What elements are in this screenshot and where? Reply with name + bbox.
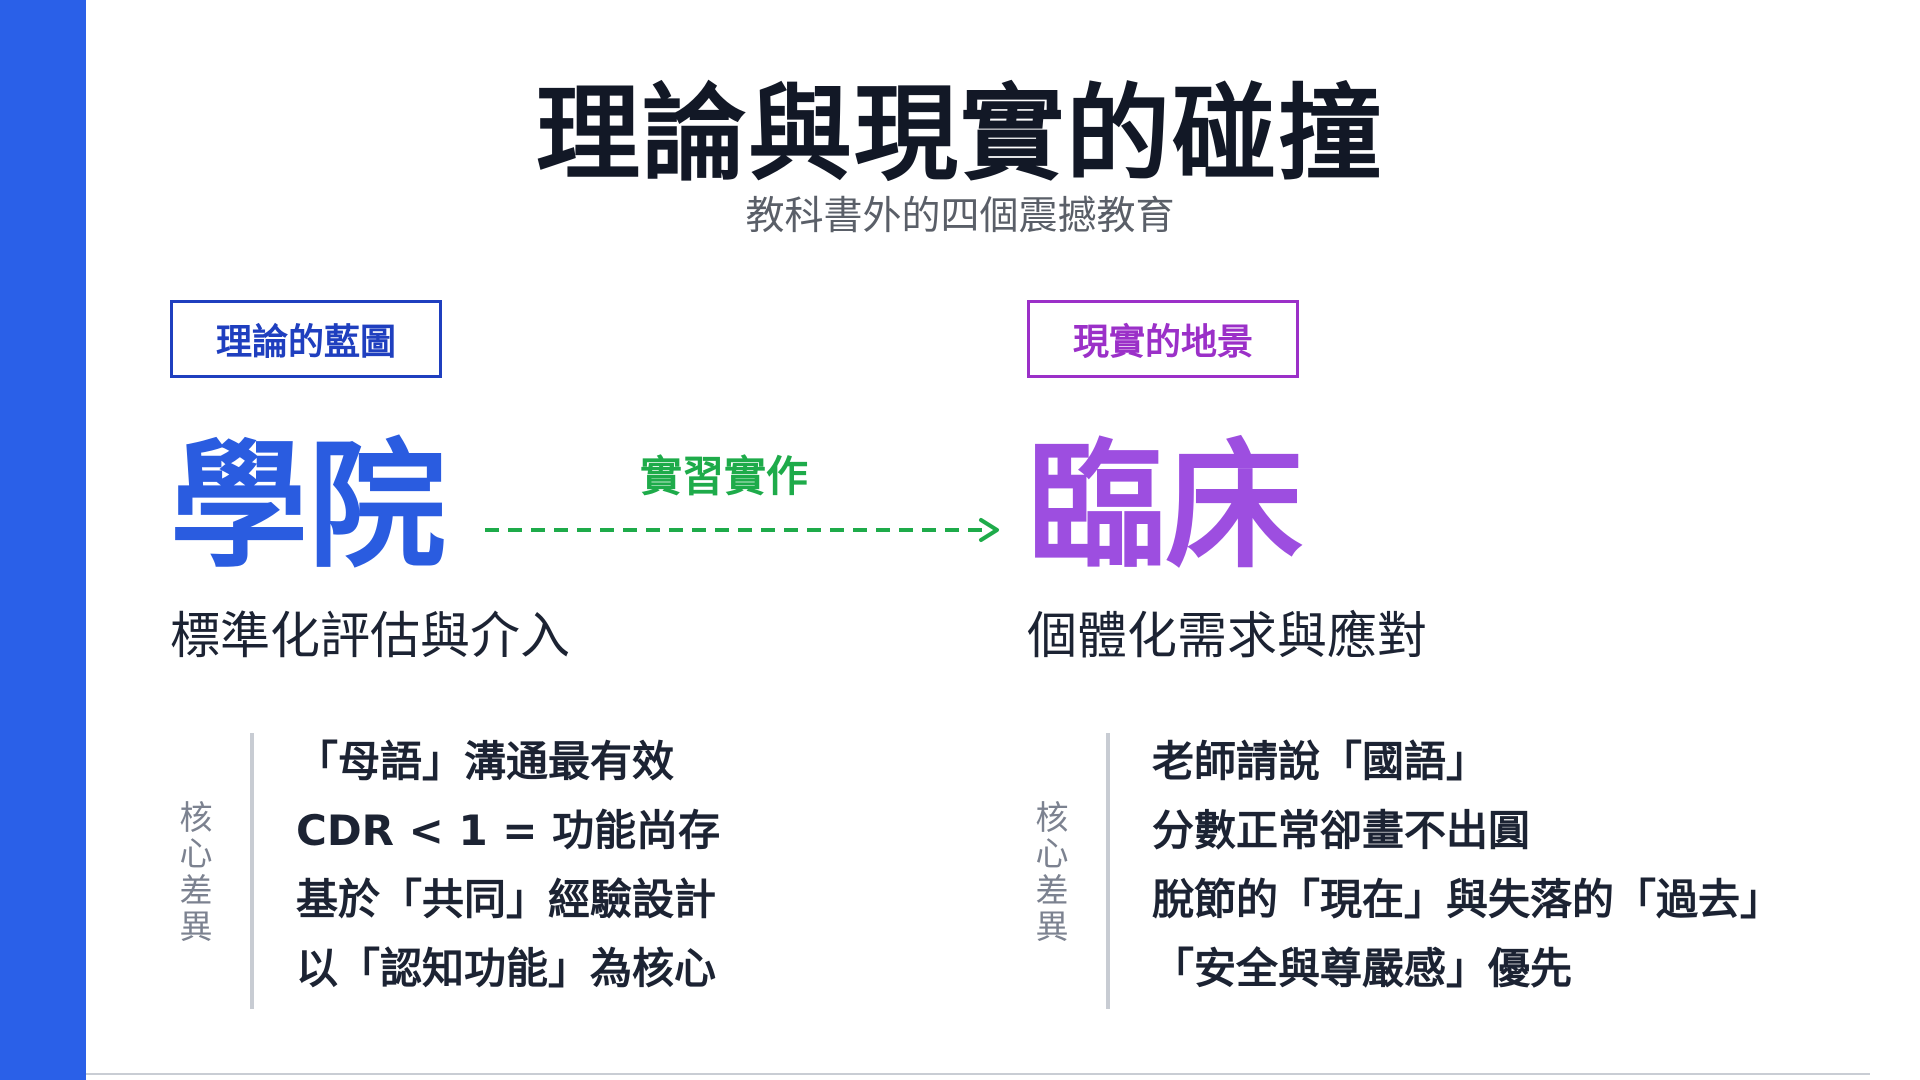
page-title: 理論與現實的碰撞 — [535, 73, 1384, 195]
list-item: 基於「共同」經驗設計 — [296, 875, 717, 924]
core-difference-label-left: 核心差異 — [179, 798, 213, 946]
list-item: 脫節的「現在」與失落的「過去」 — [1152, 875, 1783, 924]
dashed-arrow-icon — [485, 518, 999, 542]
clinical-list: 老師請說「國語」 分數正常卻畫不出圓 脫節的「現在」與失落的「過去」 「安全與尊… — [1152, 737, 1782, 1013]
divider-line-left — [250, 733, 254, 1009]
divider-line-right — [1106, 733, 1110, 1009]
list-item: 「安全與尊嚴感」優先 — [1152, 944, 1573, 993]
list-item: 分數正常卻畫不出圓 — [1152, 806, 1531, 855]
academy-heading: 學院 — [170, 426, 447, 587]
arrow-head — [979, 518, 999, 542]
core-difference-label-right: 核心差異 — [1035, 798, 1069, 946]
clinical-description: 個體化需求與應對 — [1027, 607, 1427, 665]
list-item: 「母語」溝通最有效 — [296, 737, 675, 786]
reality-tag: 現實的地景 — [1027, 300, 1299, 378]
list-item: CDR < 1 = 功能尚存 — [296, 806, 721, 855]
side-accent-bar — [0, 0, 86, 1080]
list-item: 以「認知功能」為核心 — [296, 944, 717, 993]
list-item: 老師請說「國語」 — [1152, 737, 1489, 786]
clinical-heading: 臨床 — [1027, 426, 1304, 587]
arrow-label: 實習實作 — [640, 452, 809, 501]
academy-list: 「母語」溝通最有效 CDR < 1 = 功能尚存 基於「共同」經驗設計 以「認知… — [296, 737, 720, 1013]
bottom-divider — [86, 1073, 1870, 1075]
page-subtitle: 教科書外的四個震撼教育 — [745, 194, 1175, 239]
theory-tag: 理論的藍圖 — [170, 300, 442, 378]
academy-description: 標準化評估與介入 — [170, 607, 570, 665]
